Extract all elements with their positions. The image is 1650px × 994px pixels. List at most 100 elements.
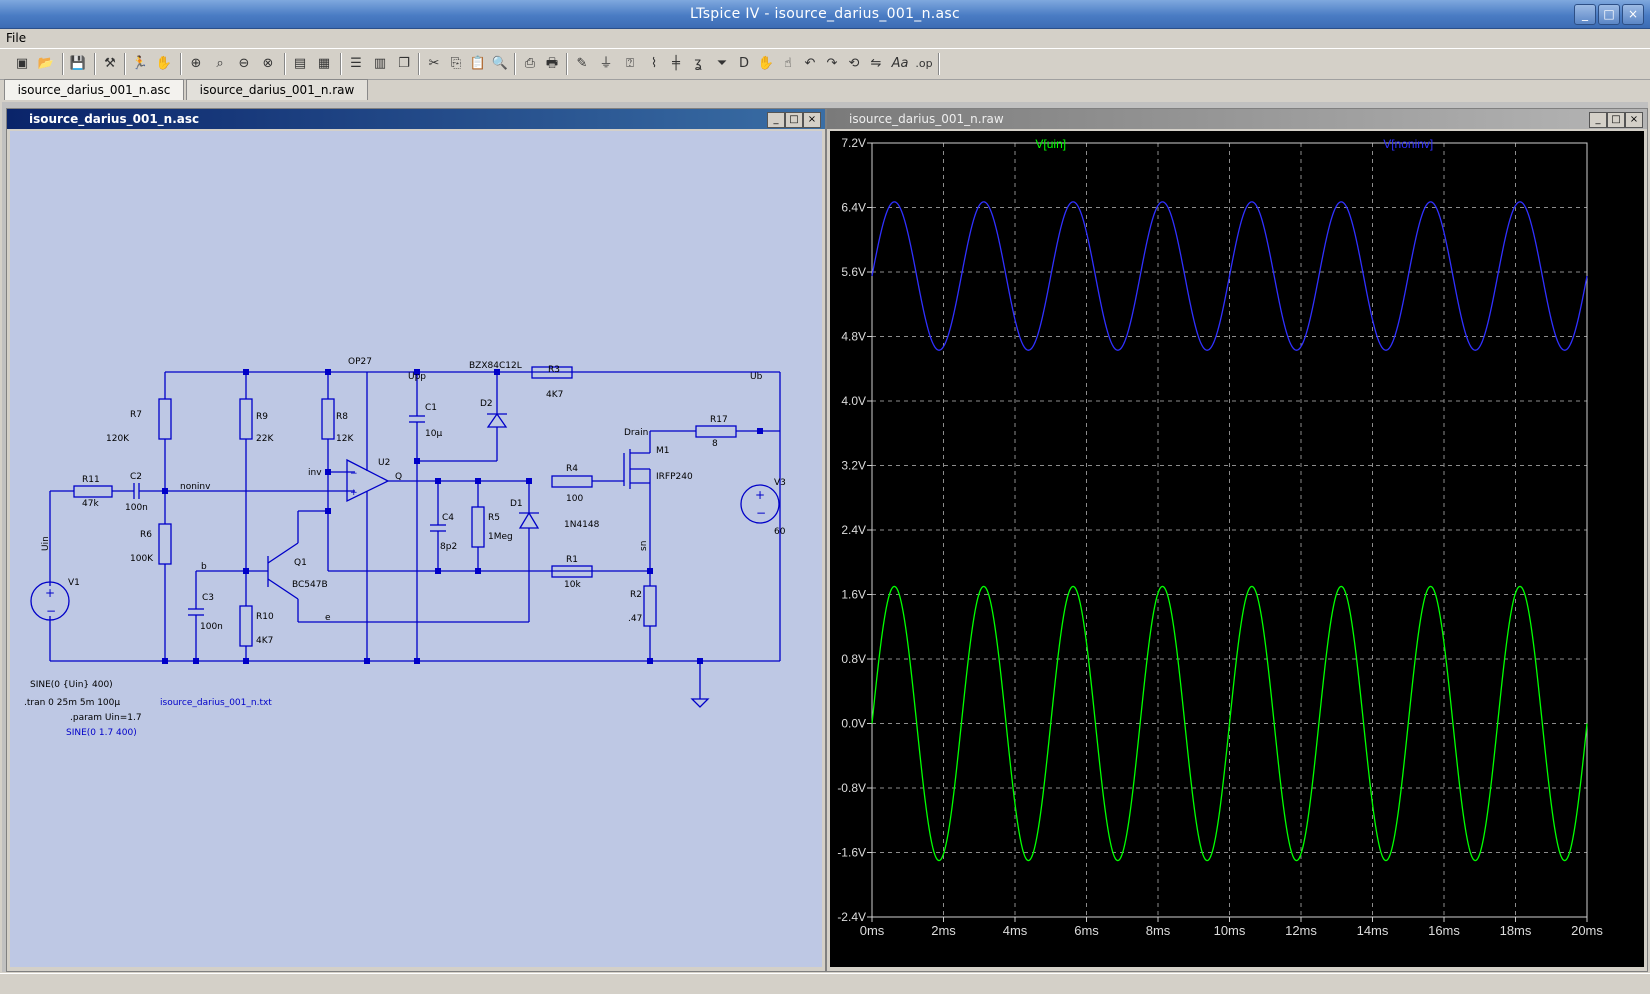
diode-icon[interactable]: ⏷ — [716, 56, 728, 71]
series-line-vnoninv — [871, 201, 1588, 351]
open-icon[interactable]: 📂 — [37, 56, 55, 71]
undo-icon[interactable]: ↶ — [804, 56, 816, 71]
V1-label: V1 — [68, 578, 80, 588]
zoom-out-icon[interactable]: ⊖ — [238, 56, 250, 71]
D2-value: BZX84C12L — [469, 361, 522, 371]
run-icon[interactable]: 🏃 — [131, 56, 149, 71]
tab-waveform[interactable]: isource_darius_001_n.raw — [186, 79, 368, 100]
copy-icon[interactable]: ⎘ — [450, 56, 462, 71]
component-icon[interactable]: D — [738, 56, 749, 71]
move-icon[interactable]: ✋ — [757, 56, 775, 71]
tile-vertical-icon[interactable]: ▥ — [373, 56, 387, 71]
redo-icon[interactable]: ↷ — [826, 56, 838, 71]
autorange-icon[interactable]: ▤ — [293, 56, 307, 71]
R17-value: 8 — [712, 439, 718, 449]
print-preview-icon[interactable]: ⎙ — [524, 56, 536, 71]
waveform-minimize-button[interactable]: _ — [1589, 112, 1607, 128]
x-tick-label: 12ms — [1285, 923, 1317, 938]
waveform-plot[interactable]: 7.2V6.4V5.6V4.8V4.0V3.2V2.4V1.6V0.8V0.0V… — [830, 131, 1644, 967]
paste-icon[interactable]: 📋 — [469, 56, 487, 71]
R10-value: 4K7 — [256, 636, 273, 646]
y-tick-label: 0.8V — [841, 652, 866, 666]
legend-vuin: V[uin] — [1035, 137, 1066, 151]
y-tick-label: 5.6V — [841, 265, 866, 279]
resistor-icon[interactable]: ⌇ — [650, 56, 658, 71]
x-tick-label: 16ms — [1428, 923, 1460, 938]
text-icon[interactable]: Aa — [891, 56, 909, 71]
include-directive[interactable]: isource_darius_001_n.txt — [160, 698, 272, 708]
x-tick-label: 6ms — [1074, 923, 1099, 938]
wire-icon[interactable]: ✎ — [576, 56, 588, 71]
x-tick-label: 4ms — [1003, 923, 1028, 938]
mirror-icon[interactable]: ⇋ — [870, 56, 882, 71]
schematic-maximize-button[interactable]: □ — [785, 112, 803, 128]
waveform-maximize-button[interactable]: □ — [1607, 112, 1625, 128]
R6-label: R6 — [140, 530, 152, 540]
schematic-minimize-button[interactable]: _ — [767, 112, 785, 128]
Q1-value: BC547B — [292, 580, 328, 590]
menu-file[interactable]: File — [6, 31, 27, 45]
param-directive[interactable]: .param Uin=1.7 — [70, 713, 142, 723]
svg-text:−: − — [46, 604, 56, 618]
find-icon[interactable]: 🔍 — [491, 56, 509, 71]
R3-label: R3 — [548, 365, 560, 375]
close-button[interactable]: × — [1622, 4, 1644, 25]
y-tick-label: 6.4V — [841, 201, 866, 215]
maximize-button[interactable]: □ — [1598, 4, 1620, 25]
cascade-icon[interactable]: ❐ — [398, 56, 410, 71]
save-icon[interactable]: 💾 — [69, 56, 87, 71]
drag-icon[interactable]: ☝ — [784, 56, 792, 71]
inductor-icon[interactable]: ʓ — [694, 56, 702, 71]
zoom-fit-icon[interactable]: ⊗ — [262, 56, 274, 71]
label-net-icon[interactable]: ⍰ — [626, 56, 634, 71]
schematic-close-button[interactable]: × — [803, 112, 821, 128]
D1-label: D1 — [510, 499, 523, 509]
schematic-canvas[interactable]: + − + − − + R11 47k C2 100n R7 120K R6 1… — [10, 131, 822, 967]
R2-label: R2 — [630, 590, 642, 600]
window-title: LTspice IV - isource_darius_001_n.asc — [690, 6, 960, 22]
M1-value: IRFP240 — [656, 472, 693, 482]
print-icon[interactable]: 🖶 — [545, 56, 559, 71]
net-ub: Ub — [750, 372, 763, 382]
y-tick-label: 4.0V — [841, 394, 866, 408]
R7-value: 120K — [106, 434, 130, 444]
svg-text:−: − — [350, 469, 358, 479]
svg-text:+: + — [350, 488, 358, 498]
v1-source-text: SINE(0 {Uin} 400) — [30, 680, 113, 690]
tile-horizontal-icon[interactable]: ☰ — [350, 56, 362, 71]
control-panel-icon[interactable]: ⚒ — [104, 56, 116, 71]
new-schematic-icon[interactable]: ▣ — [15, 56, 29, 71]
x-tick-label: 18ms — [1500, 923, 1532, 938]
R4-label: R4 — [566, 464, 578, 474]
C4-label: C4 — [442, 513, 454, 523]
C2-label: C2 — [130, 472, 142, 482]
view-icon[interactable]: ▦ — [317, 56, 331, 71]
x-tick-label: 14ms — [1357, 923, 1389, 938]
net-drain: Drain — [624, 428, 648, 438]
cut-icon[interactable]: ✂ — [428, 56, 440, 71]
net-noninv: noninv — [180, 482, 211, 492]
ground-icon[interactable]: ⏚ — [599, 56, 613, 71]
tran-directive[interactable]: .tran 0 25m 5m 100µ — [24, 698, 120, 708]
R17-label: R17 — [710, 415, 728, 425]
C3-label: C3 — [202, 593, 214, 603]
schematic-window-title: isource_darius_001_n.asc — [7, 109, 825, 129]
R8-value: 12K — [336, 434, 354, 444]
halt-icon[interactable]: ✋ — [155, 56, 173, 71]
net-upp: Upp — [408, 372, 426, 382]
zoom-in-icon[interactable]: ⊕ — [190, 56, 202, 71]
M1-label: M1 — [656, 446, 670, 456]
x-tick-label: 20ms — [1571, 923, 1603, 938]
pan-icon[interactable]: ⌕ — [216, 56, 224, 71]
minimize-button[interactable]: _ — [1574, 4, 1596, 25]
waveform-close-button[interactable]: × — [1625, 112, 1643, 128]
rotate-icon[interactable]: ⟲ — [848, 56, 860, 71]
toolbar: ▣ 📂 💾 ⚒ 🏃 ✋ ⊕ ⌕ ⊖ ⊗ ▤ ▦ ☰ ▥ ❐ ✂ ⎘ 📋 🔍 ⎙ … — [0, 48, 1650, 80]
y-tick-label: -0.8V — [837, 781, 866, 795]
net-e: e — [325, 613, 331, 623]
tab-schematic[interactable]: isource_darius_001_n.asc — [4, 79, 184, 100]
y-tick-label: 4.8V — [841, 330, 866, 344]
capacitor-icon[interactable]: ╪ — [672, 56, 680, 71]
net-inv: inv — [308, 468, 322, 478]
spice-directive-icon[interactable]: .op — [915, 57, 933, 70]
